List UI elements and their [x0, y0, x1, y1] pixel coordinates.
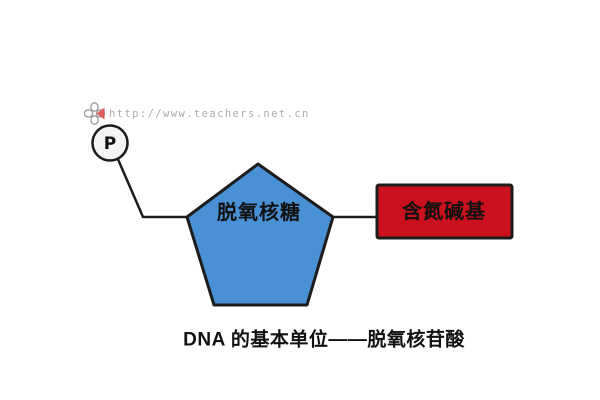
watermark: http://www.teachers.net.cn — [84, 102, 310, 125]
sugar-pentagon — [185, 162, 335, 307]
base-label: 含氮碱基 — [402, 199, 486, 223]
watermark-url: http://www.teachers.net.cn — [109, 107, 310, 120]
base-rect — [375, 183, 514, 240]
sugar-label: 脱氧核糖 — [217, 200, 301, 224]
phosphate-label: P — [104, 134, 116, 154]
connector-phosphate-sugar — [112, 148, 190, 219]
logo-flag-shape — [96, 107, 105, 120]
caption: DNA 的基本单位——脱氧核苷酸 — [183, 328, 465, 351]
site-logo-icon — [84, 102, 105, 125]
phosphate-circle — [91, 124, 129, 162]
